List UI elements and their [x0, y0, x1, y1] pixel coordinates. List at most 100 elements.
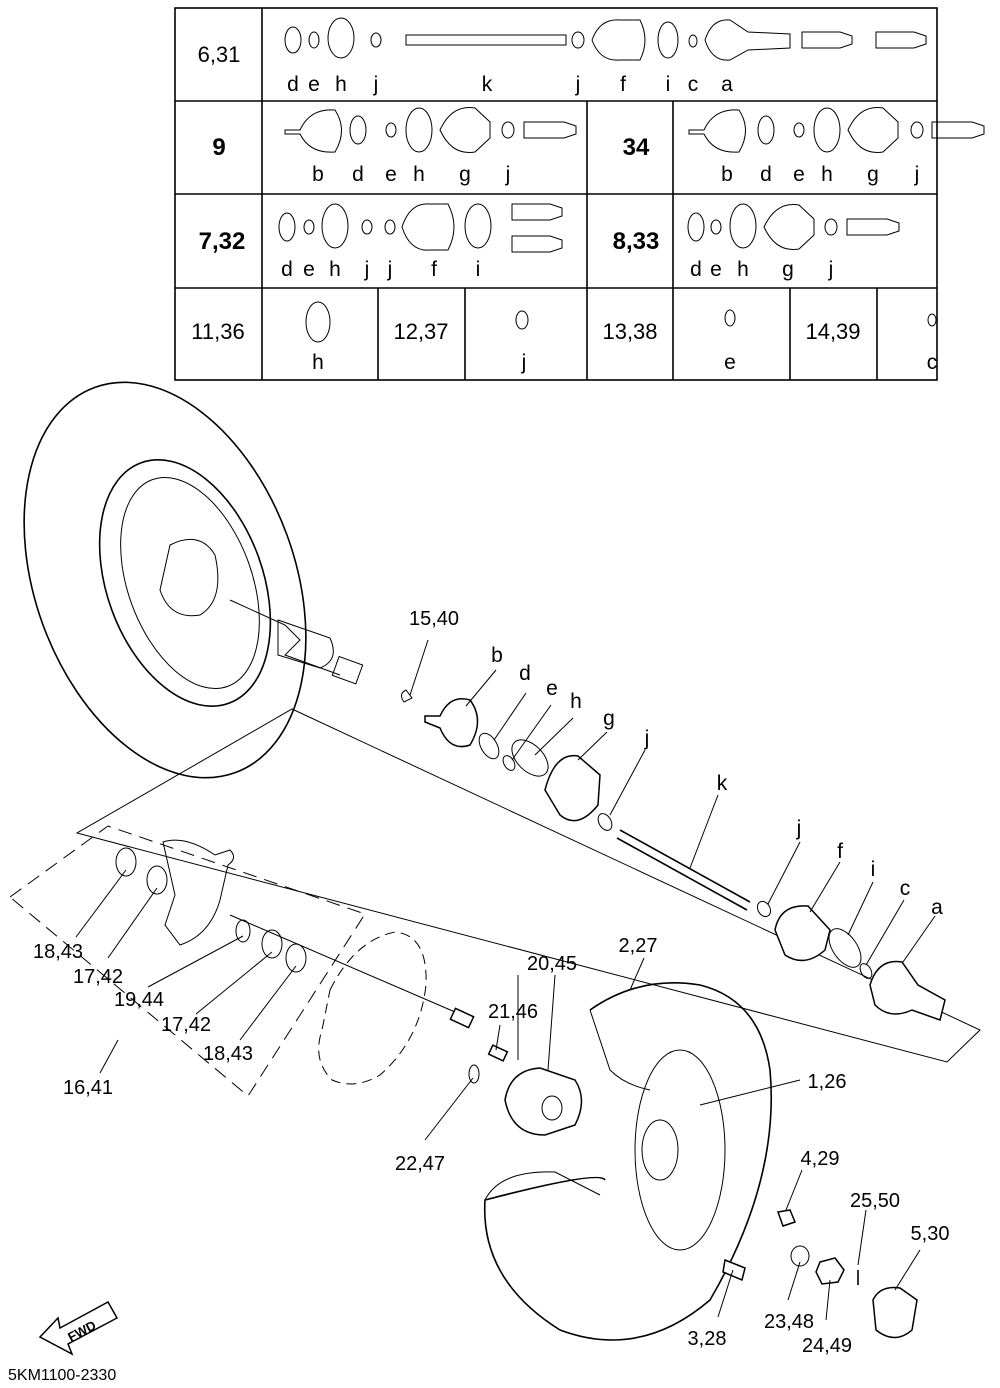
svg-text:h: h	[413, 163, 425, 186]
callout-19-44: 19,44	[114, 989, 164, 1011]
row2-left-letters: b d e h g j	[312, 163, 510, 186]
svg-text:j: j	[914, 163, 920, 186]
callout-2-27: 2,27	[619, 935, 658, 957]
svg-text:e: e	[793, 163, 805, 186]
row3-right-parts-art	[687, 203, 900, 251]
svg-text:e: e	[385, 163, 397, 186]
svg-text:j: j	[387, 258, 393, 281]
callout-24-49: 24,49	[802, 1335, 852, 1357]
svg-text:h: h	[335, 73, 347, 96]
svg-text:d: d	[760, 163, 772, 186]
row3-right-letters: d e h g j	[690, 258, 833, 281]
callout-b: b	[491, 644, 503, 667]
svg-text:b: b	[312, 163, 324, 186]
svg-text:d: d	[690, 258, 702, 281]
callout-c: c	[900, 877, 911, 900]
row4-letter-2: e	[724, 351, 736, 374]
callout-23-48: 23,48	[764, 1311, 814, 1333]
row4-letter-3: c	[927, 351, 938, 374]
row4-letter-1: j	[521, 351, 527, 374]
callout-18-43-lower: 18,43	[203, 1043, 253, 1065]
svg-text:f: f	[620, 73, 626, 96]
callout-17-42-lower: 17,42	[161, 1014, 211, 1036]
brake-disc	[318, 931, 427, 1085]
svg-text:d: d	[281, 258, 293, 281]
svg-text:g: g	[459, 163, 471, 186]
svg-text:f: f	[431, 258, 437, 281]
callout-17-42-upper: 17,42	[73, 966, 123, 988]
svg-text:h: h	[737, 258, 749, 281]
hardware	[722, 1209, 918, 1339]
svg-text:i: i	[666, 73, 671, 96]
row2-left-parts-art	[284, 106, 577, 154]
row4-label-3: 14,39	[805, 319, 860, 344]
svg-text:a: a	[721, 73, 733, 96]
svg-text:d: d	[352, 163, 364, 186]
svg-text:j: j	[828, 258, 834, 281]
row1-parts-art	[284, 17, 927, 61]
knuckle-parts	[115, 839, 456, 1013]
callout-5-30: 5,30	[911, 1223, 950, 1245]
callout-4-29: 4,29	[801, 1148, 840, 1170]
callout-i: i	[871, 858, 876, 881]
row2-right-letters: b d e h g j	[721, 163, 919, 186]
svg-text:d: d	[287, 73, 299, 96]
row3-right-label: 8,33	[613, 228, 660, 255]
callout-21-46: 21,46	[488, 1001, 538, 1023]
parts-kit-table: 6,31 d e h j k j f i c a 9	[174, 7, 985, 381]
svg-text:j: j	[373, 73, 379, 96]
callout-k: k	[717, 772, 728, 795]
svg-text:h: h	[329, 258, 341, 281]
row3-left-parts-art	[278, 203, 563, 253]
row3-left-label: 7,32	[199, 228, 246, 255]
hub	[468, 1044, 583, 1136]
callout-g: g	[603, 707, 615, 730]
callout-20-45: 20,45	[527, 953, 577, 975]
row4-letter-0: h	[312, 351, 324, 374]
leader-lines	[75, 639, 936, 1321]
rear-wheel-assembly	[23, 381, 364, 779]
svg-text:g: g	[782, 258, 794, 281]
svg-text:e: e	[710, 258, 722, 281]
callout-3-28: 3,28	[688, 1328, 727, 1350]
callout-e: e	[546, 677, 558, 700]
svg-text:j: j	[364, 258, 370, 281]
callout-16-41: 16,41	[63, 1077, 113, 1099]
svg-text:k: k	[482, 73, 493, 96]
svg-text:h: h	[821, 163, 833, 186]
callout-j-upper: j	[644, 727, 650, 750]
callout-labels: 15,40 b d e h g j k j f i c a 2,27 20,45…	[33, 608, 950, 1357]
row3-left-letters: d e h j j f i	[281, 258, 480, 281]
svg-text:e: e	[303, 258, 315, 281]
diagram-code: 5KM1100-2330	[8, 1367, 116, 1384]
row4-label-1: 12,37	[393, 319, 448, 344]
callout-15-40: 15,40	[409, 608, 459, 630]
svg-text:i: i	[476, 258, 481, 281]
knuckle-box-dashed	[9, 825, 366, 1097]
svg-text:j: j	[505, 163, 511, 186]
fwd-arrow-icon: FWD	[38, 1300, 119, 1356]
callout-22-47: 22,47	[395, 1153, 445, 1175]
row1-label: 6,31	[198, 42, 241, 67]
callout-h: h	[570, 690, 582, 713]
row1-letters: d e h j k j f i c a	[287, 73, 733, 96]
row2-right-parts-art	[688, 106, 985, 154]
callout-18-43-upper: 18,43	[33, 941, 83, 963]
svg-text:b: b	[721, 163, 733, 186]
row2-left-label: 9	[212, 134, 225, 161]
callout-a: a	[931, 896, 943, 919]
svg-text:g: g	[867, 163, 879, 186]
svg-text:j: j	[575, 73, 581, 96]
drive-shaft-parts	[400, 689, 946, 1021]
callout-25-50: 25,50	[850, 1190, 900, 1212]
row4-parts-art	[305, 301, 937, 343]
wheel-and-tire	[483, 982, 773, 1341]
svg-text:e: e	[308, 73, 320, 96]
callout-d: d	[519, 662, 531, 685]
disc-bolt	[449, 1007, 475, 1029]
callout-1-26: 1,26	[808, 1071, 847, 1093]
callout-f: f	[837, 840, 843, 863]
shaft-explosion-frame	[75, 708, 981, 1063]
svg-text:c: c	[688, 73, 699, 96]
